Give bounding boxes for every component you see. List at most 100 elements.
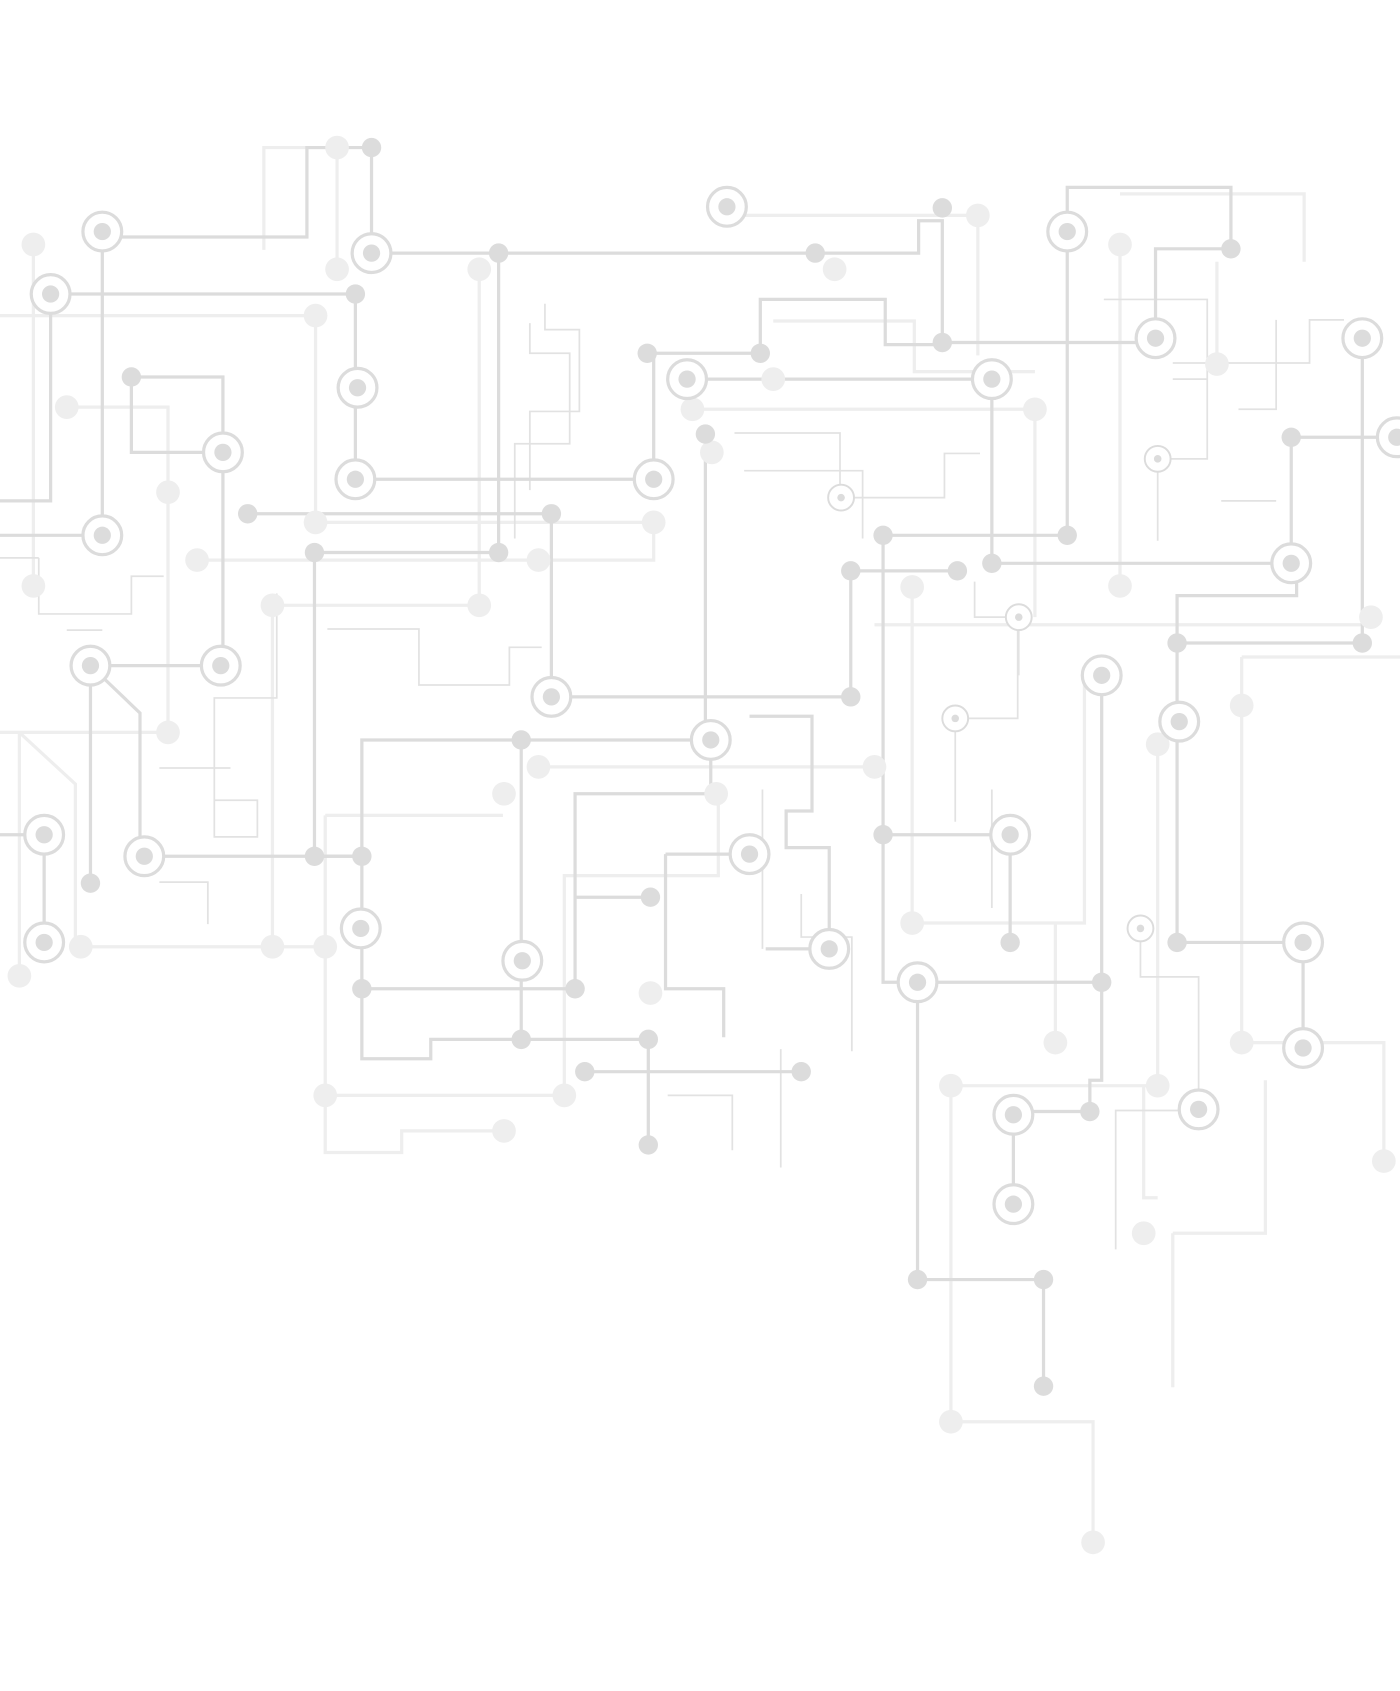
thin-trace [37, 557, 164, 615]
dark-trace [687, 377, 1292, 565]
light-trace [66, 405, 170, 733]
light-node-dot [1372, 1149, 1396, 1173]
dark-node-dot [638, 1029, 658, 1050]
dark-node-dot [907, 1269, 928, 1290]
dark-node-dot [640, 887, 661, 907]
dark-node-dot [1033, 1376, 1054, 1396]
ring-node-center [1388, 428, 1400, 446]
dark-node-dot [637, 343, 657, 363]
ring-node-center [212, 657, 230, 675]
dark-node-dot [1080, 1101, 1100, 1122]
ring-node-center [678, 370, 696, 388]
light-node-dot [303, 510, 328, 535]
dark-node-dot [304, 846, 325, 866]
light-node-dot [1108, 574, 1132, 598]
light-trace [18, 731, 326, 949]
light-node-dot [1145, 732, 1170, 757]
light-node-dot [54, 395, 79, 419]
light-trace [262, 145, 339, 270]
ring-node-center [1093, 666, 1111, 684]
light-node-dot [1131, 1221, 1156, 1246]
light-node-dot [1205, 352, 1229, 376]
ring-node-center [35, 826, 53, 844]
dark-trace [0, 294, 53, 503]
dark-node-dot [541, 504, 562, 524]
light-trace [949, 1085, 1095, 1543]
ring-node-center [348, 379, 367, 397]
dark-node-dot [565, 979, 585, 999]
small-ring-node-center [1015, 613, 1023, 621]
ring-node-center [214, 443, 232, 461]
ring-node-center [740, 845, 759, 863]
light-trace [325, 793, 720, 1097]
light-node-dot [325, 257, 349, 282]
light-node-dot [700, 440, 724, 465]
dark-trace [131, 375, 225, 666]
dark-trace [1153, 247, 1231, 339]
dark-trace [89, 664, 362, 858]
light-traces-layer [0, 145, 1400, 1543]
dark-node-dot [873, 825, 893, 845]
light-node-dot [966, 203, 990, 228]
light-node-dot [467, 257, 492, 282]
light-node-dot [492, 781, 516, 806]
dark-trace [1289, 435, 1400, 564]
dark-trace [881, 535, 1012, 943]
dark-node-dot [841, 687, 861, 707]
light-node-dot [526, 755, 551, 779]
light-node-dot [7, 963, 32, 988]
light-node-dot [68, 934, 93, 959]
dark-node-dot [791, 1061, 811, 1082]
thin-trace [667, 1094, 734, 1151]
dark-trace [312, 253, 501, 858]
thin-trace [744, 469, 864, 539]
light-node-dot [680, 397, 705, 422]
light-trace [1240, 657, 1386, 1162]
light-node-dot [552, 1083, 577, 1108]
ring-node-center [35, 933, 53, 952]
light-node-dot [156, 480, 180, 505]
light-node-dot [939, 1073, 963, 1098]
dark-node-dot [1167, 932, 1187, 953]
light-node-dot [862, 755, 887, 779]
light-node-dot [761, 367, 786, 391]
thin-trace [1103, 298, 1209, 541]
ring-node-center [352, 919, 370, 938]
ring-node-center [1170, 713, 1188, 731]
small-ring-node-center [951, 714, 959, 723]
dark-node-dot [1352, 633, 1372, 653]
dark-node-dot [1092, 972, 1112, 992]
small-ring-node-center [837, 493, 845, 502]
light-trace [1142, 1085, 1158, 1200]
ring-node-center [1282, 554, 1300, 572]
ring-node-center [1004, 1195, 1022, 1213]
ring-node-center [362, 244, 381, 262]
light-node-dot [1145, 1073, 1170, 1098]
dark-node-dot [1000, 932, 1020, 953]
dark-node-dot [1281, 427, 1301, 447]
light-node-dot [492, 1119, 516, 1143]
dark-node-dot [1057, 525, 1077, 545]
ring-node-center [820, 940, 838, 958]
dark-node-dot [932, 332, 952, 353]
ring-node-center [1294, 933, 1312, 952]
ring-node-center [1004, 1106, 1022, 1124]
dark-node-dot [304, 542, 325, 563]
dark-node-dot [238, 504, 258, 524]
thin-trace [1114, 928, 1200, 1250]
dark-trace [1175, 643, 1305, 1048]
dark-node-dot [873, 525, 893, 545]
light-trace [910, 587, 1087, 925]
dark-trace [1011, 982, 1104, 1205]
light-node-dot [156, 720, 180, 745]
light-node-dot [822, 257, 847, 282]
light-node-dot [260, 934, 285, 959]
light-node-dot [325, 135, 349, 160]
dark-node-dot [121, 367, 142, 387]
ring-node-center [42, 285, 60, 303]
ring-node-center [645, 470, 663, 488]
light-node-dot [1359, 605, 1383, 630]
thin-trace [954, 581, 1019, 822]
light-node-dot [1081, 1530, 1105, 1555]
